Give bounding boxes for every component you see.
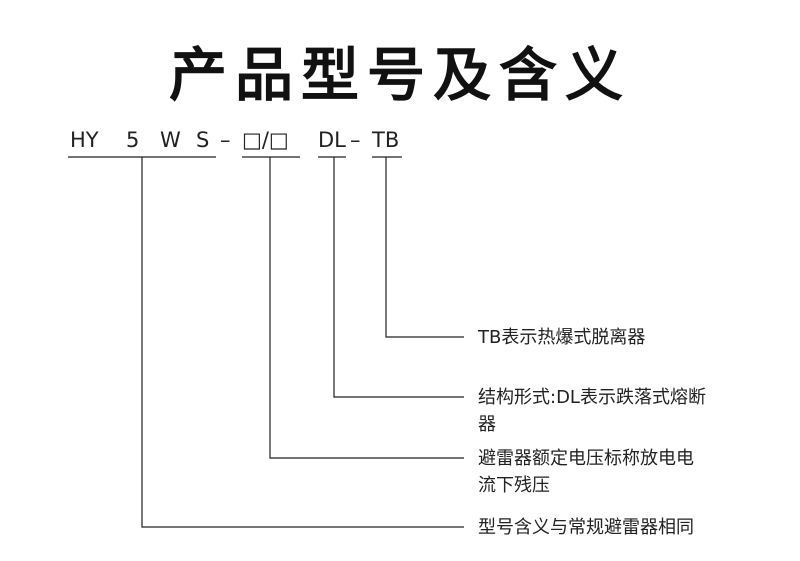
code-hy: HY [70, 128, 99, 152]
page-title: 产品型号及含义 [168, 41, 631, 109]
code-dl: DL [318, 128, 346, 152]
leader-voltage [269, 157, 464, 459]
code-rated-current: 5 [126, 128, 140, 152]
desc-dl-line-2: 器 [478, 414, 496, 435]
code-tb: TB [372, 128, 400, 152]
code-dash-2: – [350, 128, 361, 152]
desc-model: 型号含义与常规避雷器相同 [478, 514, 778, 541]
desc-tb: TB表示热爆式脱离器 [478, 324, 778, 351]
desc-model-line-1: 型号含义与常规避雷器相同 [478, 517, 694, 538]
leader-dl [333, 157, 464, 398]
leader-tb [385, 157, 464, 338]
code-dash-1: – [220, 128, 231, 152]
desc-tb-line-1: TB表示热爆式脱离器 [478, 327, 646, 348]
desc-dl: 结构形式:DL表示跌落式熔断 器 [478, 384, 778, 438]
desc-voltage-line-1: 避雷器额定电压标称放电电 [478, 448, 694, 469]
desc-voltage: 避雷器额定电压标称放电电 流下残压 [478, 445, 778, 499]
desc-voltage-line-2: 流下残压 [478, 475, 550, 496]
code-s: S [196, 128, 210, 152]
code-w: W [160, 128, 181, 152]
code-voltage: □/□ [242, 128, 289, 152]
desc-dl-line-1: 结构形式:DL表示跌落式熔断 [478, 387, 706, 408]
leader-model [141, 157, 464, 528]
